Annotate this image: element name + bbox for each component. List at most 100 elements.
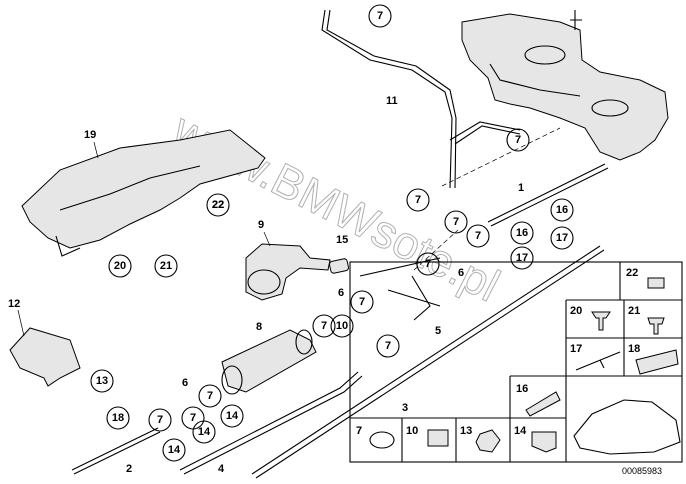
car-silhouette-icon bbox=[573, 399, 681, 455]
heat-shield bbox=[21, 129, 266, 257]
svg-text:7: 7 bbox=[207, 390, 213, 402]
callout-17: 17 bbox=[510, 246, 534, 270]
bracket-icon bbox=[575, 351, 621, 371]
legend-item-16: 16 bbox=[516, 383, 561, 417]
svg-text:20: 20 bbox=[114, 260, 126, 272]
svg-text:22: 22 bbox=[212, 199, 224, 211]
svg-text:14: 14 bbox=[514, 425, 527, 437]
label-3: 3 bbox=[402, 402, 408, 414]
callout-20: 20 bbox=[108, 254, 132, 278]
svg-text:21: 21 bbox=[628, 305, 640, 317]
legend-item-14: 14 bbox=[514, 425, 557, 453]
svg-text:7: 7 bbox=[385, 340, 391, 352]
callout-7: 7 bbox=[148, 408, 172, 432]
svg-text:7: 7 bbox=[415, 194, 421, 206]
fuel-tank bbox=[461, 10, 669, 161]
label-4: 4 bbox=[218, 463, 225, 475]
callout-16: 16 bbox=[510, 221, 534, 245]
svg-text:10: 10 bbox=[336, 320, 348, 332]
label-5: 5 bbox=[435, 325, 441, 337]
svg-text:16: 16 bbox=[516, 227, 528, 239]
svg-text:13: 13 bbox=[96, 375, 108, 387]
callout-17: 17 bbox=[550, 226, 574, 250]
svg-text:17: 17 bbox=[556, 232, 568, 244]
legend-item-21: 21 bbox=[628, 305, 665, 335]
callout-7: 7 bbox=[312, 314, 336, 338]
svg-text:21: 21 bbox=[160, 260, 172, 272]
rivet-icon bbox=[591, 311, 611, 331]
line-clip-icon bbox=[525, 391, 561, 417]
legend-item-20: 20 bbox=[570, 305, 611, 331]
svg-text:7: 7 bbox=[475, 230, 481, 242]
svg-text:20: 20 bbox=[570, 305, 582, 317]
legend-item-22: 22 bbox=[626, 267, 665, 289]
callout-7: 7 bbox=[416, 252, 440, 276]
callout-7: 7 bbox=[466, 224, 490, 248]
label-1: 1 bbox=[518, 182, 524, 194]
legend-item-13: 13 bbox=[460, 425, 501, 453]
pipe-clip-icon bbox=[427, 429, 449, 447]
callout-7: 7 bbox=[444, 210, 468, 234]
svg-text:10: 10 bbox=[406, 425, 418, 437]
fuel-lines bbox=[71, 163, 609, 479]
svg-text:7: 7 bbox=[425, 258, 431, 270]
svg-text:14: 14 bbox=[168, 444, 181, 456]
nut-icon bbox=[475, 429, 501, 453]
callout-14: 14 bbox=[0, 0, 7, 6]
svg-text:18: 18 bbox=[628, 343, 640, 355]
svg-text:14: 14 bbox=[226, 410, 239, 422]
hose-clamp-icon bbox=[369, 431, 395, 449]
svg-text:14: 14 bbox=[198, 426, 211, 438]
label-6a: 6 bbox=[458, 267, 464, 279]
holder-icon bbox=[531, 431, 557, 453]
svg-text:7: 7 bbox=[321, 320, 327, 332]
dashed-leader bbox=[413, 229, 459, 271]
callout-16: 16 bbox=[550, 198, 574, 222]
double-clip-icon bbox=[635, 349, 679, 375]
svg-text:17: 17 bbox=[516, 252, 528, 264]
svg-text:7: 7 bbox=[157, 414, 163, 426]
callout-21: 21 bbox=[154, 254, 178, 278]
svg-text:13: 13 bbox=[460, 425, 472, 437]
svg-text:7: 7 bbox=[356, 425, 362, 437]
svg-text:7: 7 bbox=[453, 216, 459, 228]
callout-18: 18 bbox=[106, 406, 130, 430]
svg-text:16: 16 bbox=[556, 204, 568, 216]
label-19: 19 bbox=[84, 129, 96, 141]
bracket-12 bbox=[9, 327, 81, 387]
label-15: 15 bbox=[336, 234, 348, 246]
callout-7: 7 bbox=[350, 290, 374, 314]
fuel-filter bbox=[329, 258, 349, 274]
svg-text:22: 22 bbox=[626, 267, 638, 279]
svg-text:7: 7 bbox=[190, 412, 196, 424]
svg-text:17: 17 bbox=[570, 343, 582, 355]
label-22: 22 bbox=[212, 199, 224, 211]
diagram-code: 00085983 bbox=[622, 466, 662, 476]
callout-22: 22 bbox=[206, 193, 230, 217]
callout-7: 7 bbox=[368, 4, 392, 28]
legend-item-17: 17 bbox=[570, 343, 621, 371]
legend-item-7: 7 bbox=[356, 425, 395, 449]
vent-line bbox=[321, 9, 521, 189]
svg-text:18: 18 bbox=[112, 412, 124, 424]
label-2: 2 bbox=[126, 463, 132, 475]
label-6b: 6 bbox=[338, 287, 344, 299]
callouts: 7 7 7 7 7 7 7 7 7 7 7 7 10 13 14 14 14 1… bbox=[0, 0, 574, 462]
svg-text:7: 7 bbox=[359, 296, 365, 308]
label-12: 12 bbox=[8, 298, 20, 310]
svg-text:7: 7 bbox=[515, 134, 521, 146]
callout-7: 7 bbox=[406, 188, 430, 212]
screw-icon bbox=[647, 317, 665, 335]
pump-holder bbox=[245, 243, 331, 301]
callout-7: 7 bbox=[198, 384, 222, 408]
callout-14: 14 bbox=[162, 438, 186, 462]
callout-7: 7 bbox=[376, 334, 400, 358]
clip-icon bbox=[647, 277, 665, 289]
callout-13: 13 bbox=[90, 369, 114, 393]
callout-7: 7 bbox=[506, 128, 530, 152]
svg-text:16: 16 bbox=[516, 383, 528, 395]
label-11: 11 bbox=[386, 95, 398, 107]
legend-grid: 22 20 21 17 18 16 7 10 bbox=[349, 261, 683, 463]
fuel-pump bbox=[221, 329, 317, 395]
